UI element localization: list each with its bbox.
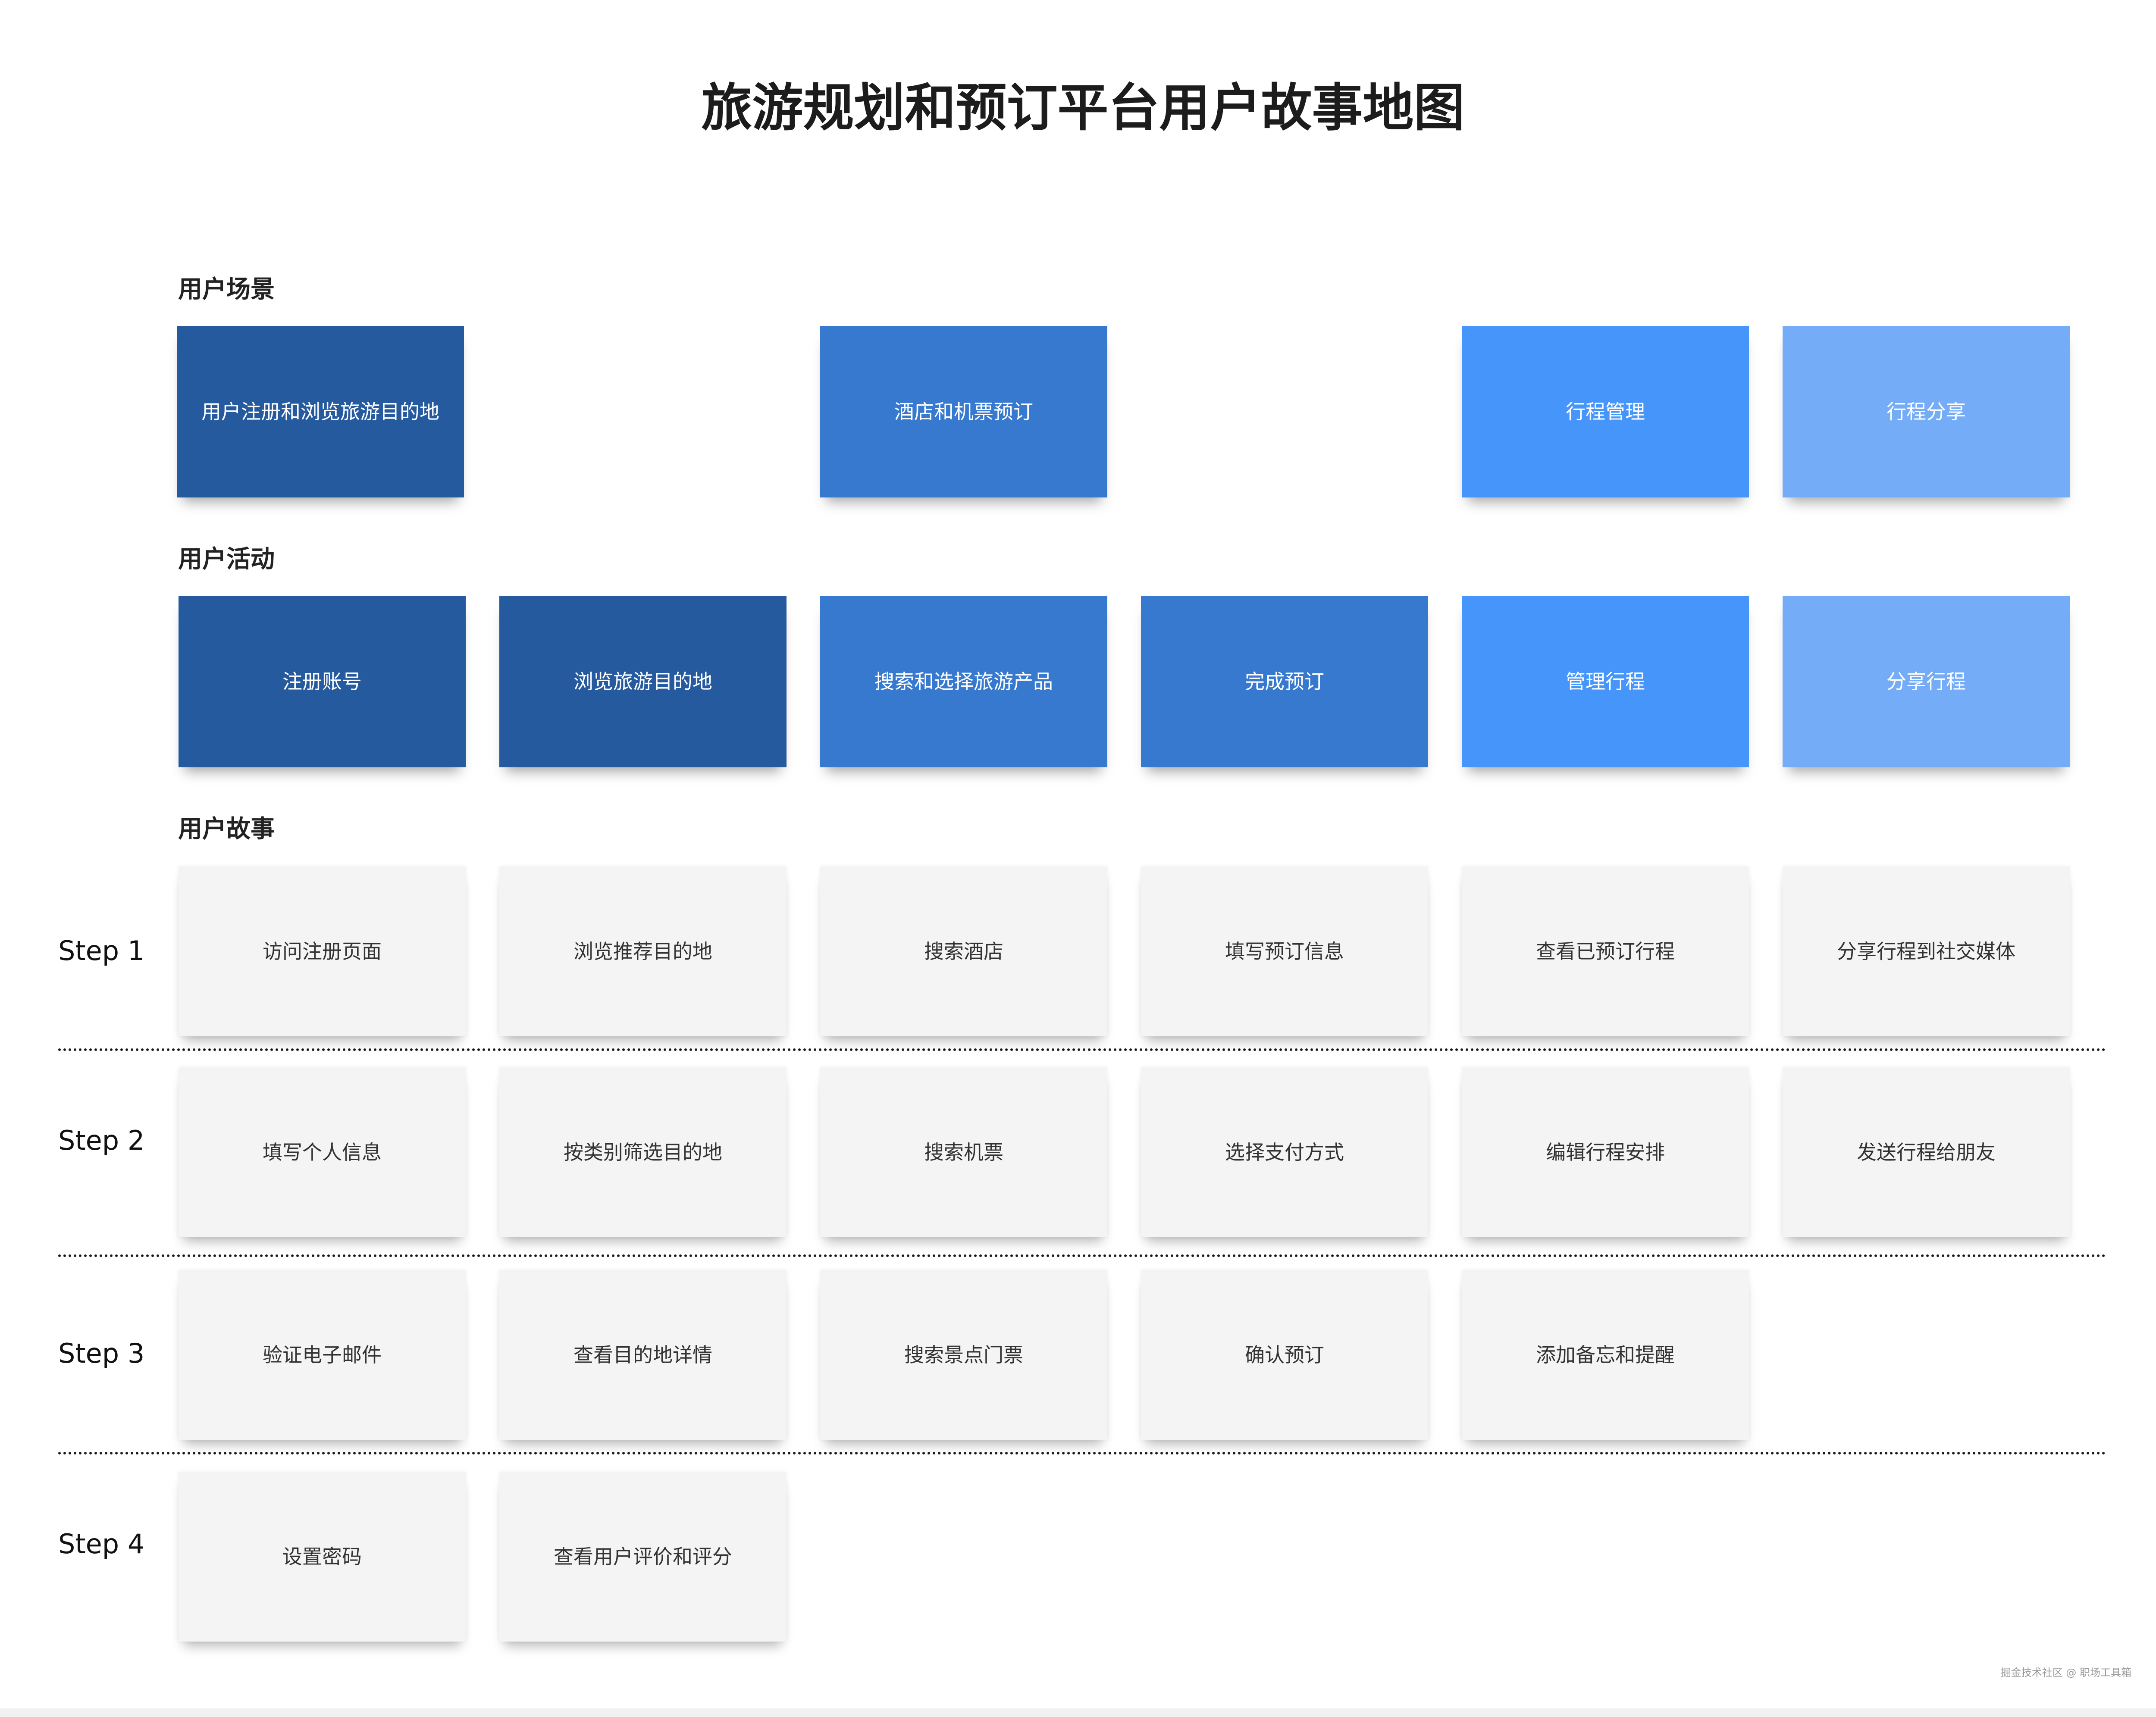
activity-card[interactable]: 浏览旅游目的地 <box>499 596 787 767</box>
section-label-stories: 用户故事 <box>178 815 275 843</box>
story-card[interactable]: 访问注册页面 <box>179 866 466 1036</box>
step-label-3: Step 3 <box>58 1338 145 1369</box>
step-divider <box>58 1452 2106 1454</box>
watermark: 掘金技术社区 @ 职场工具箱 <box>2000 1667 2131 1679</box>
story-card[interactable]: 按类别筛选目的地 <box>499 1067 787 1237</box>
story-card[interactable]: 查看已预订行程 <box>1462 866 1749 1036</box>
step-label-4: Step 4 <box>58 1528 145 1560</box>
page-title: 旅游规划和预订平台用户故事地图 <box>701 78 1465 138</box>
activity-card[interactable]: 管理行程 <box>1462 596 1749 767</box>
activity-card[interactable]: 分享行程 <box>1783 596 2070 767</box>
step-divider <box>58 1254 2106 1257</box>
story-card[interactable]: 发送行程给朋友 <box>1783 1067 2070 1237</box>
story-card[interactable]: 确认预订 <box>1141 1270 1428 1440</box>
scenario-card[interactable]: 行程分享 <box>1783 326 2070 497</box>
step-label-1: Step 1 <box>58 935 145 966</box>
story-card[interactable]: 编辑行程安排 <box>1462 1067 1749 1237</box>
story-card[interactable]: 填写个人信息 <box>179 1067 466 1237</box>
activity-card[interactable]: 注册账号 <box>179 596 466 767</box>
story-card[interactable]: 分享行程到社交媒体 <box>1783 866 2070 1036</box>
story-card[interactable]: 查看用户评价和评分 <box>499 1472 787 1642</box>
scenario-card[interactable]: 行程管理 <box>1462 326 1749 497</box>
story-card[interactable]: 搜索景点门票 <box>820 1270 1107 1440</box>
section-label-activities: 用户活动 <box>178 545 275 573</box>
story-card[interactable]: 填写预订信息 <box>1141 866 1428 1036</box>
scenario-card[interactable]: 用户注册和浏览旅游目的地 <box>177 326 464 497</box>
activity-card[interactable]: 搜索和选择旅游产品 <box>820 596 1107 767</box>
story-card[interactable]: 搜索机票 <box>820 1067 1107 1237</box>
scenario-card[interactable]: 酒店和机票预订 <box>820 326 1107 497</box>
section-label-scenarios: 用户场景 <box>178 275 275 303</box>
story-card[interactable]: 设置密码 <box>179 1472 466 1642</box>
story-card[interactable]: 验证电子邮件 <box>179 1270 466 1440</box>
story-card[interactable]: 添加备忘和提醒 <box>1462 1270 1749 1440</box>
step-divider <box>58 1048 2106 1051</box>
step-label-2: Step 2 <box>58 1125 145 1156</box>
activity-card[interactable]: 完成预订 <box>1141 596 1428 767</box>
story-card[interactable]: 浏览推荐目的地 <box>499 866 787 1036</box>
story-card[interactable]: 搜索酒店 <box>820 866 1107 1036</box>
story-card[interactable]: 选择支付方式 <box>1141 1067 1428 1237</box>
story-card[interactable]: 查看目的地详情 <box>499 1270 787 1440</box>
bottom-strip <box>0 1708 2156 1717</box>
